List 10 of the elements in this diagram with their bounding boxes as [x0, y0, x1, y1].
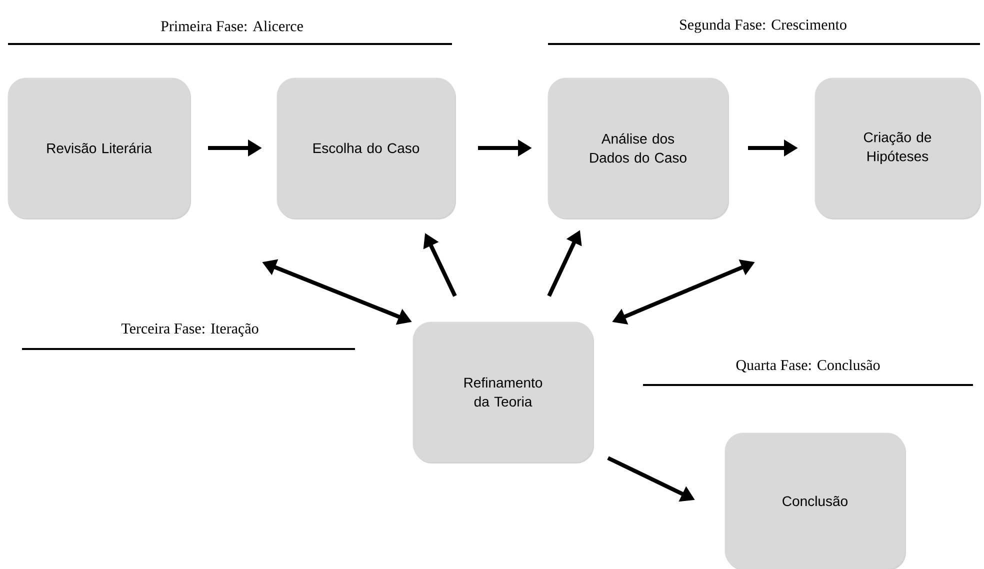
process-box: Criação de Hipóteses	[814, 78, 981, 220]
phase-heading: Quarta Fase: Conclusão	[736, 360, 880, 372]
phase-heading: Terceira Fase: Iteração	[121, 323, 258, 337]
process-box: Conclusão	[724, 432, 906, 569]
phase-heading: Segunda Fase: Crescimento	[680, 19, 846, 33]
process-box: Escolha do Caso	[276, 78, 456, 220]
process-box: Revisão Literária	[8, 78, 191, 220]
process-box: Refinamento da Teoria	[412, 322, 594, 464]
process-box: Análise dos Dados do Caso	[548, 78, 729, 220]
phase-heading: Primeira Fase: Alicerce	[161, 20, 303, 32]
